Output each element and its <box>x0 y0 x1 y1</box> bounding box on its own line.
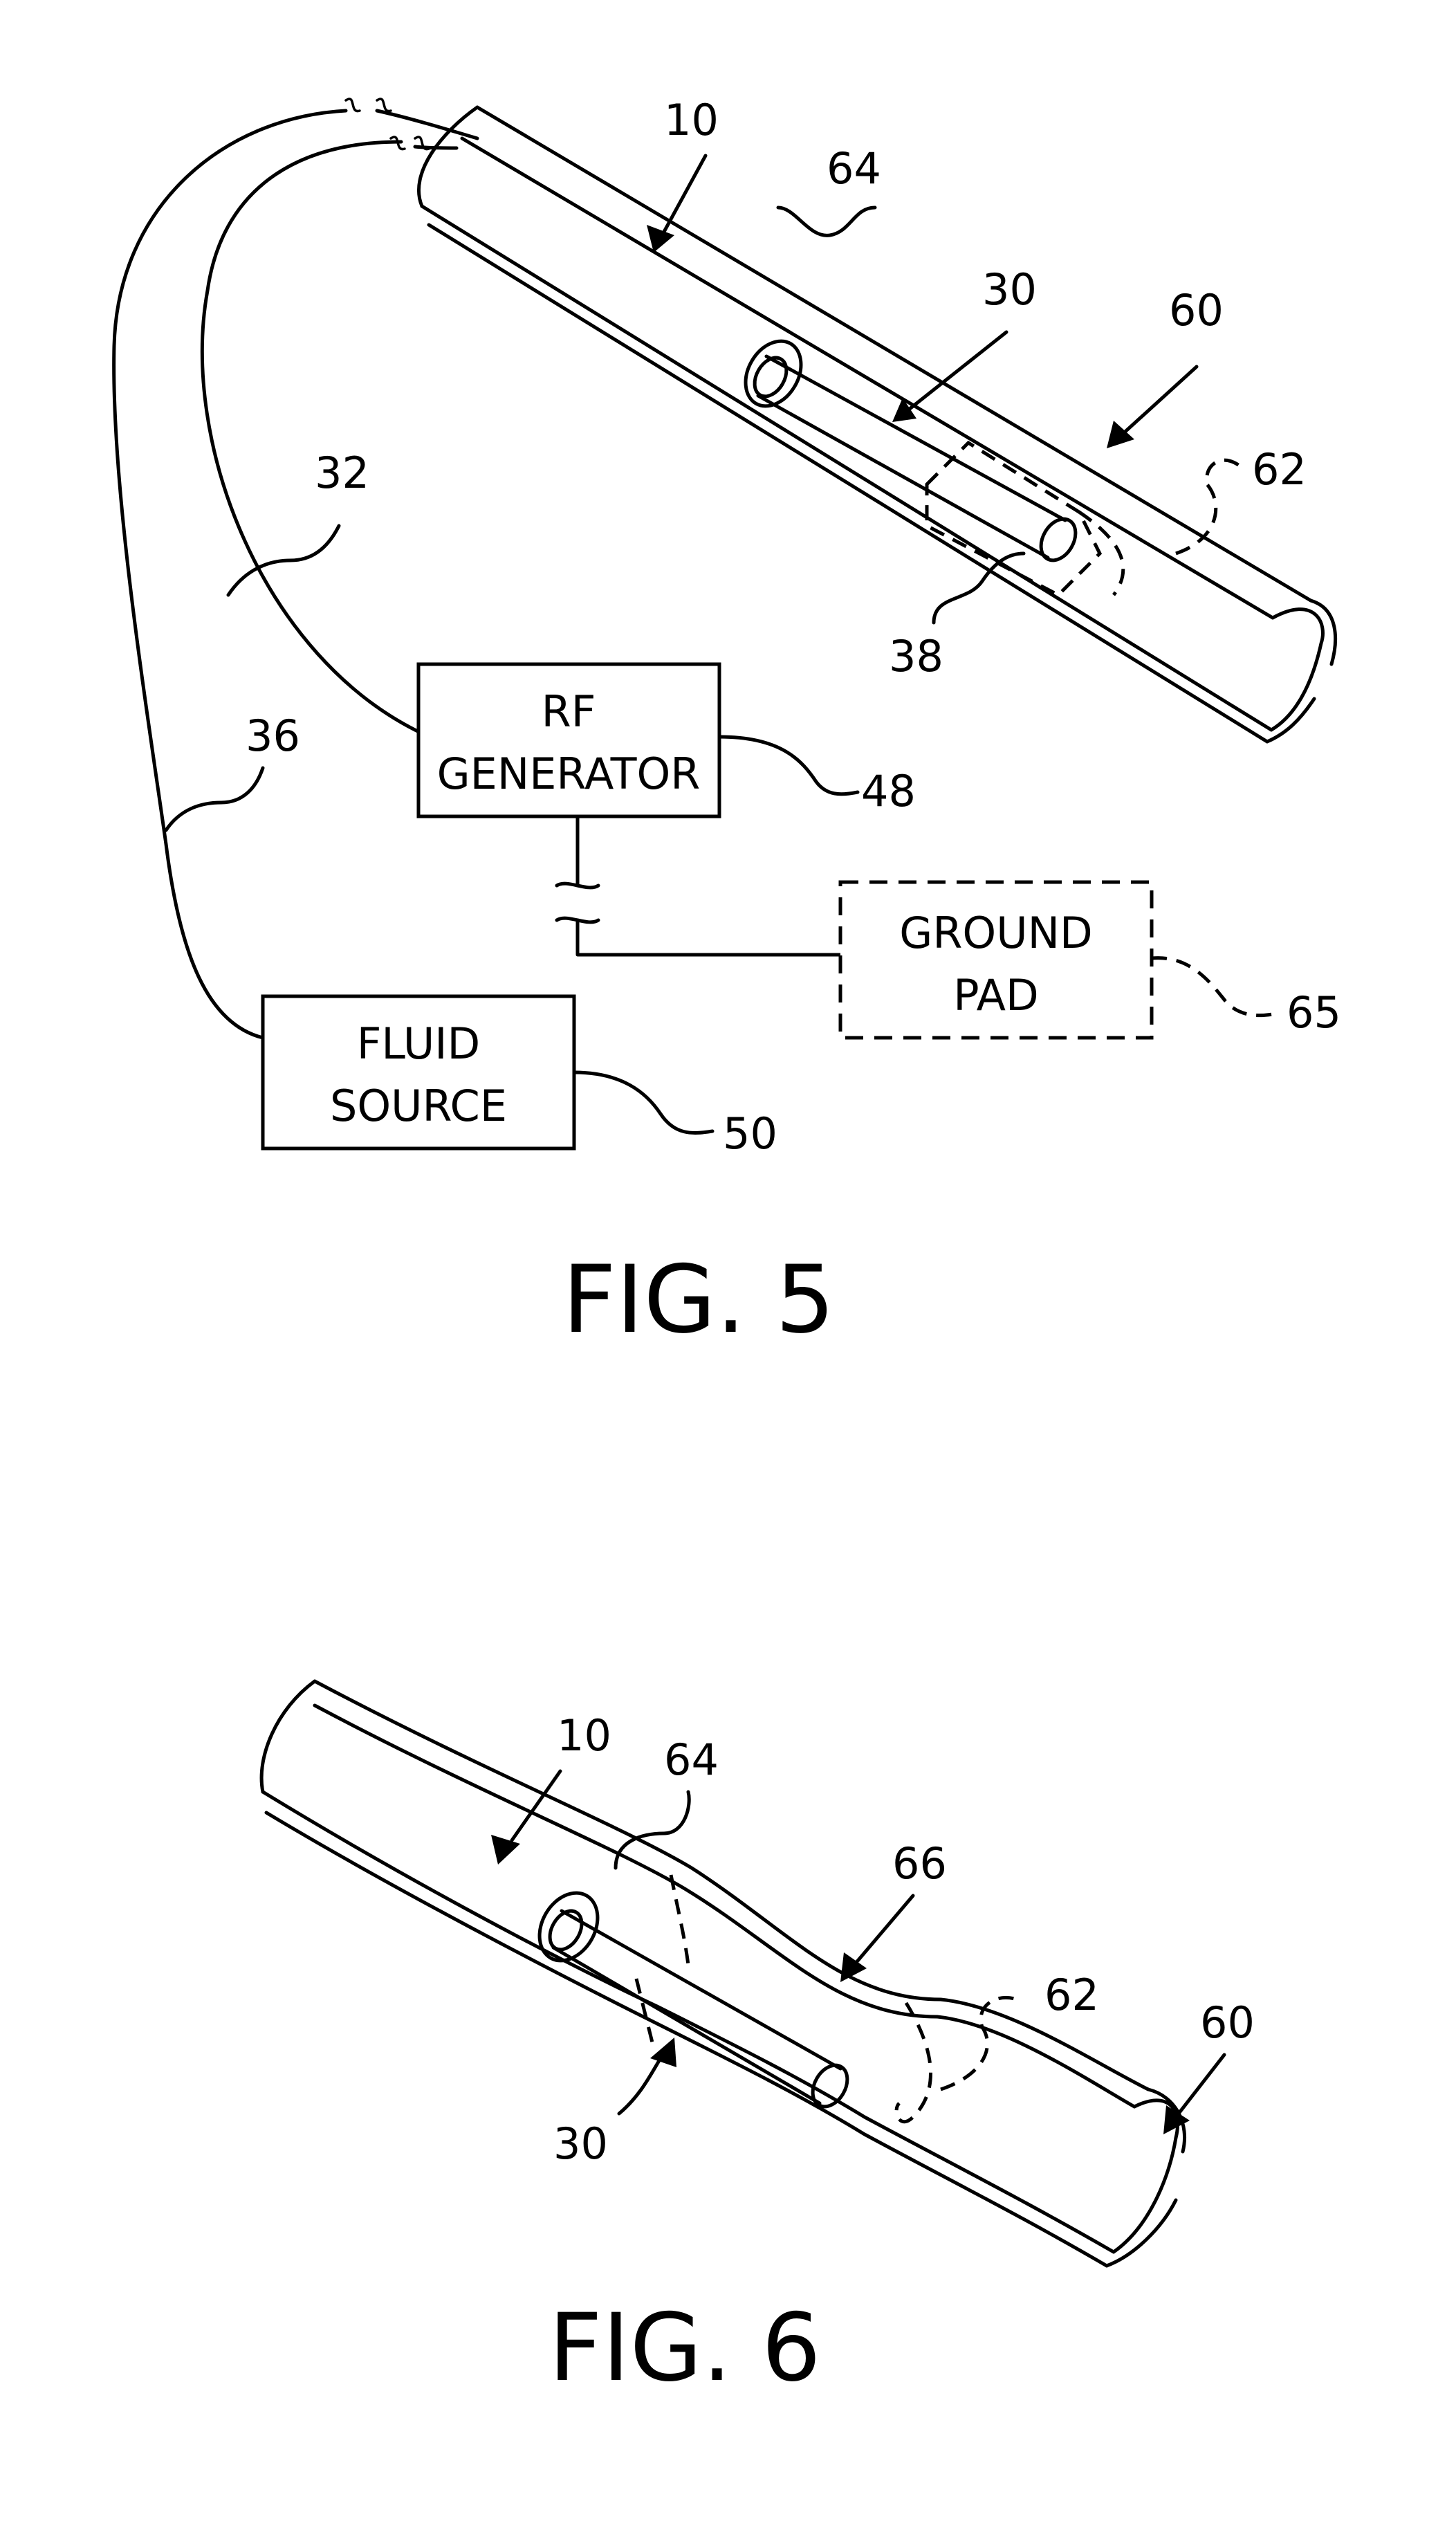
ref-50: 50 <box>723 1108 777 1159</box>
ref-62-fig6: 62 <box>1044 1970 1099 2020</box>
rf-generator-label-line1: RF <box>542 686 596 737</box>
fig6-leaders <box>491 1771 1224 2134</box>
region-62-fig6 <box>896 2003 930 2122</box>
ref-10: 10 <box>664 95 719 145</box>
ref-60: 60 <box>1169 285 1224 336</box>
ref-64: 64 <box>827 143 881 194</box>
ref-65: 65 <box>1287 987 1341 1038</box>
rf-generator-label-line2: GENERATOR <box>437 749 701 799</box>
ref-48: 48 <box>861 766 916 816</box>
ref-64-fig6: 64 <box>664 1734 719 1785</box>
region-62 <box>927 443 1123 595</box>
ref-60-fig6: 60 <box>1200 1997 1255 2048</box>
fluid-source-label-line2: SOURCE <box>330 1081 507 1131</box>
ref-10-fig6: 10 <box>557 1710 611 1761</box>
rf-generator-box: RF GENERATOR <box>418 664 858 955</box>
leader-62-fig6 <box>941 1997 1017 2089</box>
fig5-caption: FIG. 5 <box>562 1245 835 1354</box>
fig5-drawing: RF GENERATOR GROUND PAD FLUID SOURCE <box>114 95 1341 1354</box>
ref-30: 30 <box>982 264 1037 315</box>
ref-36: 36 <box>246 711 300 761</box>
ref-32: 32 <box>315 448 369 498</box>
fig5-leaders <box>647 156 1245 623</box>
fig6-caption: FIG. 6 <box>549 2293 821 2402</box>
ground-pad-box: GROUND PAD <box>840 882 1276 1038</box>
vessel-64 <box>418 107 1335 742</box>
catheter-30-fig6 <box>528 1875 854 2113</box>
ref-66-fig6: 66 <box>892 1838 947 1889</box>
fluid-source-box: FLUID SOURCE <box>263 996 712 1148</box>
ground-pad-label-line2: PAD <box>953 970 1039 1020</box>
fig6-drawing: 10 64 66 62 60 30 FIG. 6 <box>261 1681 1255 2402</box>
cables <box>114 99 477 1038</box>
ref-38: 38 <box>889 631 943 681</box>
ref-62: 62 <box>1252 444 1307 495</box>
ref-30-fig6: 30 <box>553 2118 608 2169</box>
ground-pad-label-line1: GROUND <box>899 908 1092 958</box>
fluid-source-label-line1: FLUID <box>357 1018 481 1069</box>
catheter-30 <box>735 331 1082 567</box>
